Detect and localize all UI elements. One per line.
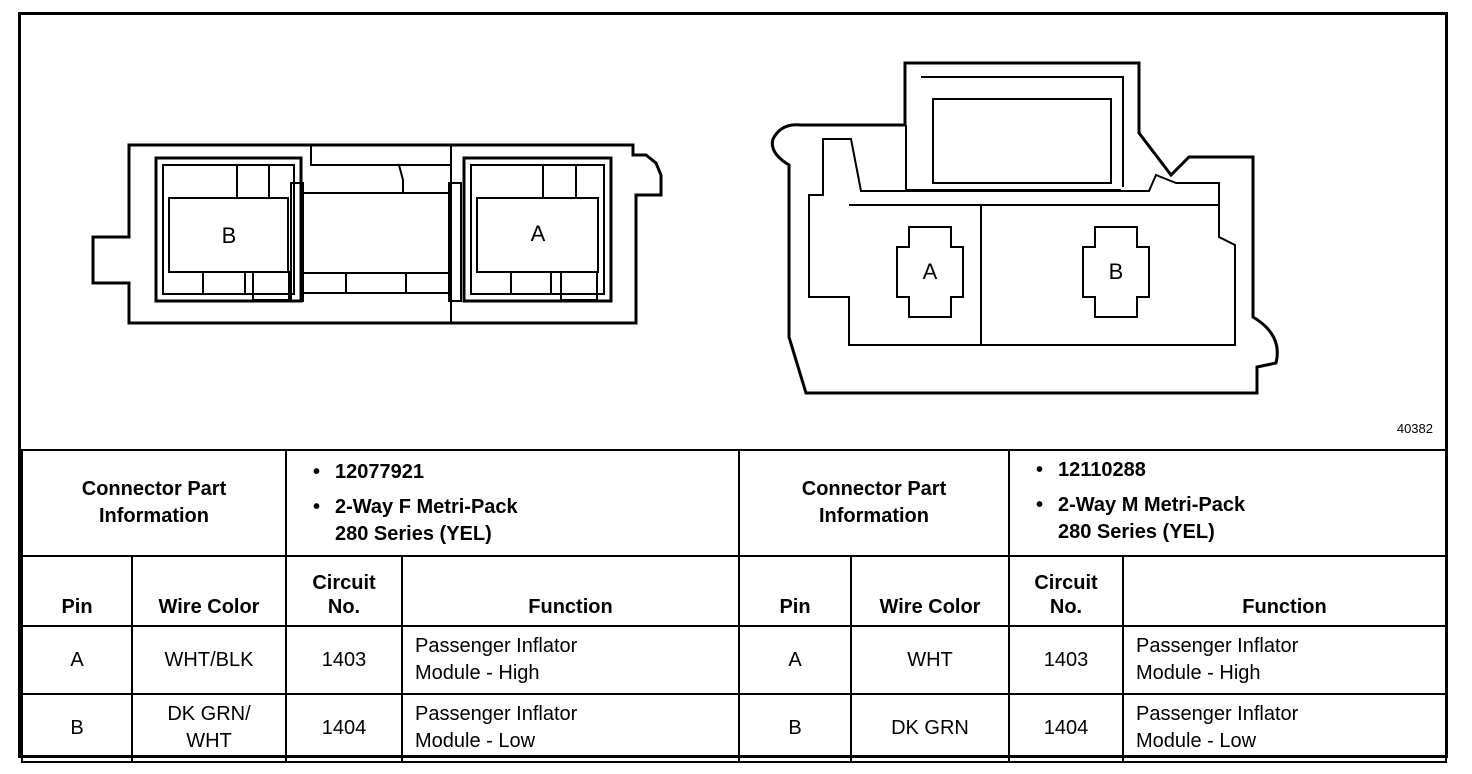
figure-reference-number: 40382 [1396, 421, 1433, 436]
function-line: Module - Low [1136, 730, 1257, 752]
connector-info-label: Connector Part Information [21, 449, 287, 557]
wire-color-cell: DK GRN [850, 693, 1010, 763]
left-connector-table: Connector Part Information •12077921 •2-… [21, 449, 740, 763]
description-line: •2-Way M Metri-Pack [1036, 494, 1246, 516]
right-connector-inner-body [808, 138, 1236, 346]
function-line: Passenger Inflator [1136, 635, 1299, 657]
right-connector-pin-b-label: B [1109, 259, 1124, 284]
wire-color-line: WHT/BLK [164, 648, 254, 671]
header-wire-color: Wire Color [850, 555, 1010, 627]
pin-cell: B [21, 693, 133, 763]
pin-cell: B [738, 693, 852, 763]
header-wire-color: Wire Color [131, 555, 287, 627]
wire-color-line: DK GRN/ [167, 703, 251, 725]
circuit-cell: 1403 [285, 625, 403, 695]
part-number-line: •12110288 [1036, 459, 1146, 481]
wire-color-cell: WHT/BLK [131, 625, 287, 695]
function-line: Module - High [1136, 662, 1261, 684]
part-number: 12110288 [1058, 459, 1146, 481]
table-row: A WHT 1403 Passenger Inflator Module - H… [738, 625, 1447, 695]
function-cell: Passenger Inflator Module - High [1122, 625, 1447, 695]
part-number: 12077921 [335, 461, 424, 483]
right-connector-table: Connector Part Information •12110288 •2-… [738, 449, 1447, 763]
left-connector-pin-a-label: A [531, 221, 546, 246]
connector-diagram-frame: B A A B 40382 [18, 12, 1448, 763]
info-label-line: Information [99, 505, 209, 527]
right-connector-outline [770, 61, 1279, 395]
function-line: Passenger Inflator [415, 703, 578, 725]
wire-color-cell: DK GRN/ WHT [131, 693, 287, 763]
wire-color-cell: WHT [850, 625, 1010, 695]
header-circuit-no: Circuit No. [285, 555, 403, 627]
left-connector-pin-b-label: B [222, 223, 237, 248]
table-header-row: Pin Wire Color Circuit No. Function [738, 555, 1447, 627]
connector-description-cont: 280 Series (YEL) [335, 523, 492, 545]
connector-info-details: •12077921 •2-Way F Metri-Pack 280 Series… [285, 449, 740, 557]
connector-description: 2-Way M Metri-Pack [1058, 494, 1246, 516]
left-center-bridge [290, 164, 462, 302]
function-cell: Passenger Inflator Module - Low [401, 693, 740, 763]
left-connector-face [91, 143, 663, 325]
part-number-line: •12077921 [313, 461, 424, 483]
connector-info-details: •12110288 •2-Way M Metri-Pack 280 Series… [1008, 449, 1447, 557]
function-cell: Passenger Inflator Module - Low [1122, 693, 1447, 763]
info-label-line: Information [819, 505, 929, 527]
left-connector-latch [310, 145, 452, 166]
function-line: Module - High [415, 662, 540, 684]
connector-info-row: Connector Part Information •12110288 •2-… [738, 449, 1447, 557]
right-connector-pin-a-label: A [923, 259, 938, 284]
left-cavity-a [462, 156, 613, 303]
header-circuit-no: Circuit No. [1008, 555, 1124, 627]
wire-color-line: DK GRN [891, 716, 969, 739]
info-label-line: Connector Part [81, 478, 227, 500]
table-row: A WHT/BLK 1403 Passenger Inflator Module… [21, 625, 740, 695]
header-circuit-line: Circuit [1034, 572, 1098, 594]
description-line: •2-Way F Metri-Pack [313, 496, 518, 518]
pin-cell: A [21, 625, 133, 695]
connector-description-cont: 280 Series (YEL) [1058, 521, 1215, 543]
header-circuit-line: Circuit [312, 572, 376, 594]
connector-info-label: Connector Part Information [738, 449, 1010, 557]
function-line: Passenger Inflator [415, 635, 578, 657]
left-cavity-b [154, 156, 303, 303]
right-cavity-a [896, 226, 964, 318]
connector-illustrations: B A A B [91, 61, 1279, 395]
circuit-cell: 1404 [285, 693, 403, 763]
right-connector-latch [932, 98, 1112, 184]
info-label-line: Connector Part [801, 478, 947, 500]
table-header-row: Pin Wire Color Circuit No. Function [21, 555, 740, 627]
function-cell: Passenger Inflator Module - High [401, 625, 740, 695]
right-cavity-b [1082, 226, 1150, 318]
pin-cell: A [738, 625, 852, 695]
right-connector-face [770, 61, 1279, 395]
connector-drawing-area: B A A B 40382 [21, 15, 1445, 449]
connector-description: 2-Way F Metri-Pack [335, 496, 518, 518]
header-pin: Pin [738, 555, 852, 627]
header-pin: Pin [21, 555, 133, 627]
header-circuit-line: No. [1049, 596, 1083, 618]
header-function: Function [401, 555, 740, 627]
circuit-cell: 1403 [1008, 625, 1124, 695]
table-row: B DK GRN 1404 Passenger Inflator Module … [738, 693, 1447, 763]
left-connector-outline [91, 143, 663, 325]
circuit-cell: 1404 [1008, 693, 1124, 763]
table-row: B DK GRN/ WHT 1404 Passenger Inflator Mo… [21, 693, 740, 763]
header-function: Function [1122, 555, 1447, 627]
header-circuit-line: No. [327, 596, 361, 618]
wire-color-line: WHT [907, 648, 953, 671]
function-line: Passenger Inflator [1136, 703, 1299, 725]
connector-info-row: Connector Part Information •12077921 •2-… [21, 449, 740, 557]
wire-color-line: WHT [186, 730, 232, 752]
function-line: Module - Low [415, 730, 536, 752]
